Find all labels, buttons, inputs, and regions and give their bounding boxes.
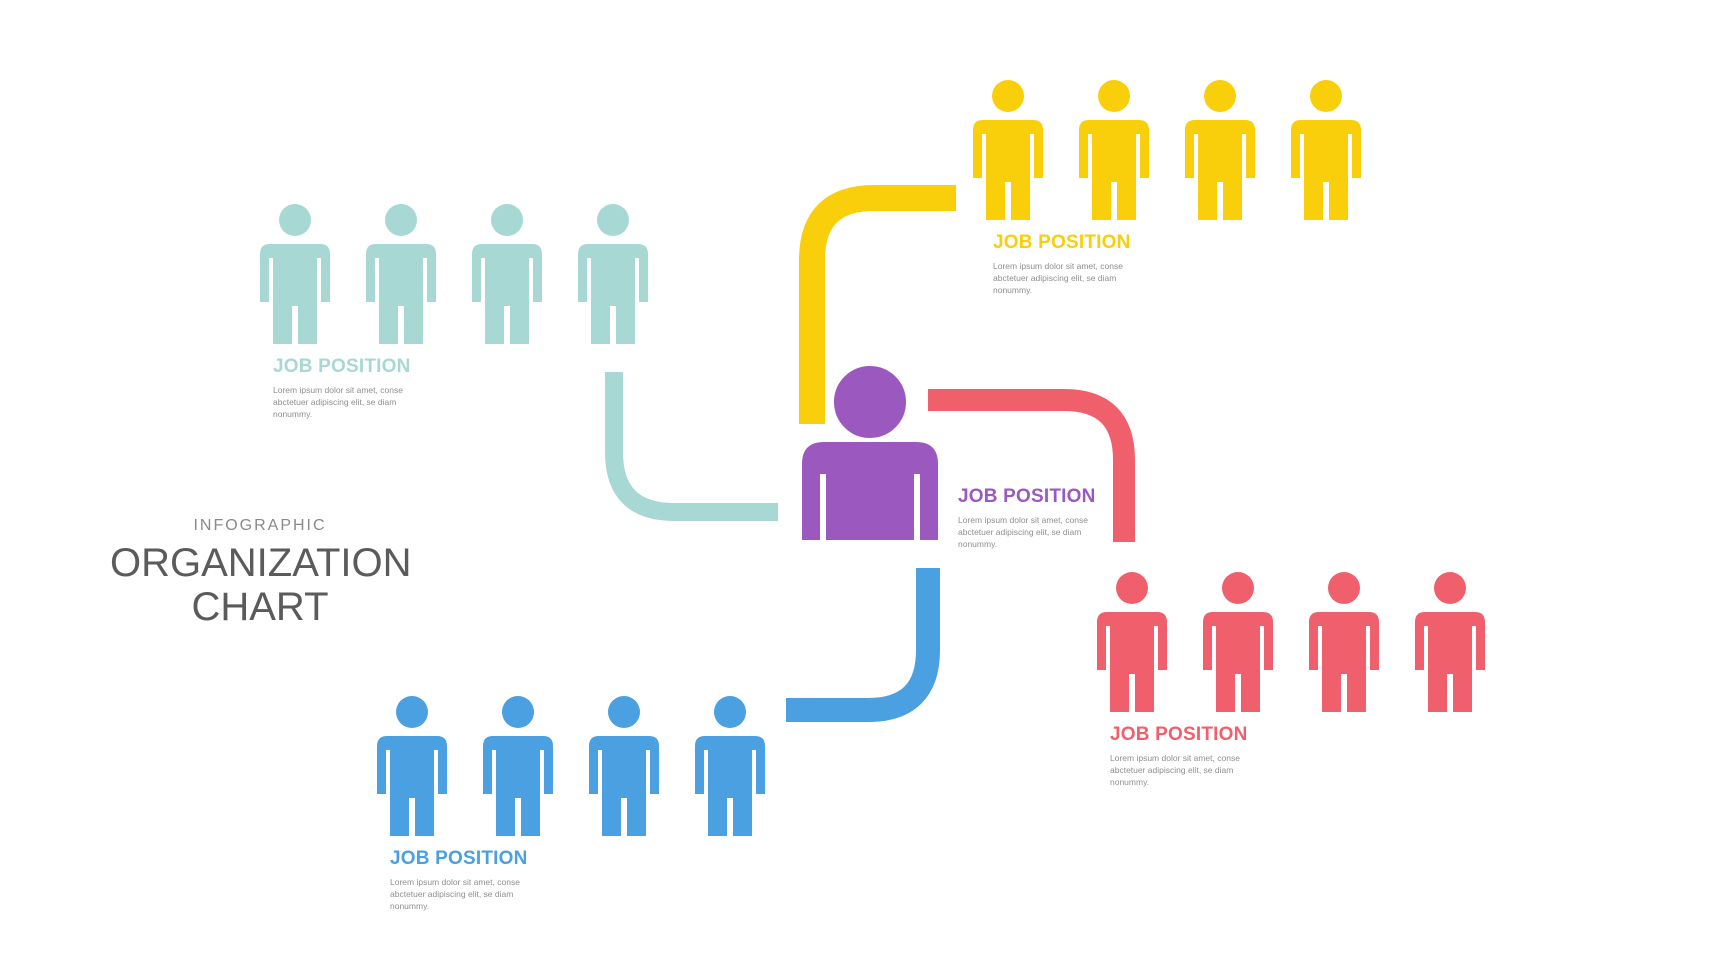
team-yellow-members [973,80,1361,220]
team-red-member-4-person-icon [1415,572,1485,712]
team-teal-label: JOB POSITION Lorem ipsum dolor sit amet,… [273,356,413,420]
team-blue-member-2-person-icon [483,696,553,836]
person-head [714,696,746,728]
person-body [1185,120,1255,220]
person-body [1097,612,1167,712]
person-head [1098,80,1130,112]
person-body [695,736,765,836]
person-body [1415,612,1485,712]
team-yellow-label: JOB POSITION Lorem ipsum dolor sit amet,… [993,232,1133,296]
person-body [1203,612,1273,712]
connector-blue [786,568,940,722]
team-red-member-3-person-icon [1309,572,1379,712]
team-teal-position-description: Lorem ipsum dolor sit amet, conse abctet… [273,385,403,419]
team-blue-members [377,696,765,836]
team-teal-member-4-person-icon [578,204,648,344]
person-body [1291,120,1361,220]
team-blue-member-1-person-icon [377,696,447,836]
team-blue-member-3-person-icon [589,696,659,836]
team-blue-label: JOB POSITION Lorem ipsum dolor sit amet,… [390,848,530,912]
team-teal-member-2-person-icon [366,204,436,344]
team-teal-member-1-person-icon [260,204,330,344]
team-teal-members [260,204,648,344]
person-head [1434,572,1466,604]
team-red-members [1097,572,1485,712]
chart-title-block: INFOGRAPHIC ORGANIZATION CHART [110,517,412,629]
person-body [1309,612,1379,712]
team-blue-position-description: Lorem ipsum dolor sit amet, conse abctet… [390,877,520,911]
team-yellow-member-1-person-icon [973,80,1043,220]
person-head [491,204,523,236]
connector-yellow [799,185,956,424]
team-yellow-member-3-person-icon [1185,80,1255,220]
team-red-member-2-person-icon [1203,572,1273,712]
person-head [1204,80,1236,112]
leader-person-icon [802,358,938,540]
person-head [279,204,311,236]
chart-title-line-1: ORGANIZATION [110,541,412,585]
team-blue-member-4-person-icon [695,696,765,836]
person-body [589,736,659,836]
person-body [483,736,553,836]
team-yellow-position-title: JOB POSITION [993,232,1131,253]
person-body [472,244,542,344]
team-red-position-title: JOB POSITION [1110,724,1248,745]
person-body [578,244,648,344]
person-body [973,120,1043,220]
center-position-title: JOB POSITION [958,486,1096,507]
connector-red [928,389,1135,542]
team-yellow-member-2-person-icon [1079,80,1149,220]
person-body [377,736,447,836]
chart-title-line-2: CHART [191,585,329,629]
person-head [1328,572,1360,604]
leader-head [826,358,914,446]
person-body [260,244,330,344]
person-head [1310,80,1342,112]
person-body [1079,120,1149,220]
person-body [366,244,436,344]
person-head [1116,572,1148,604]
team-teal-position-title: JOB POSITION [273,356,411,377]
connector-teal [605,372,778,521]
person-head [396,696,428,728]
center-position-description: Lorem ipsum dolor sit amet, conse abctet… [958,515,1088,549]
team-yellow-position-description: Lorem ipsum dolor sit amet, conse abctet… [993,261,1123,295]
team-red-member-1-person-icon [1097,572,1167,712]
team-red-position-description: Lorem ipsum dolor sit amet, conse abctet… [1110,753,1240,787]
person-head [385,204,417,236]
team-yellow-member-4-person-icon [1291,80,1361,220]
team-red-label: JOB POSITION Lorem ipsum dolor sit amet,… [1110,724,1250,788]
person-head [1222,572,1254,604]
person-head [502,696,534,728]
center-label: JOB POSITION Lorem ipsum dolor sit amet,… [958,486,1098,550]
leader-body [802,442,938,540]
chart-eyebrow: INFOGRAPHIC [193,517,327,534]
person-head [608,696,640,728]
team-teal-member-3-person-icon [472,204,542,344]
person-head [597,204,629,236]
team-blue-position-title: JOB POSITION [390,848,528,869]
person-head [992,80,1024,112]
